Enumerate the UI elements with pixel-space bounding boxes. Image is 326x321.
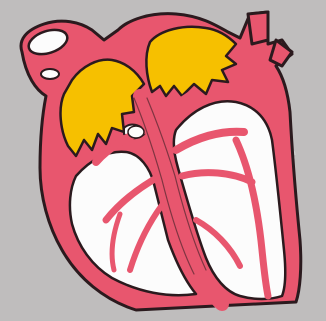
vena-cava-stub <box>270 40 292 66</box>
pulmonary-veins <box>248 12 268 44</box>
valve-leaflet <box>128 126 144 138</box>
vessel-opening <box>41 69 59 79</box>
